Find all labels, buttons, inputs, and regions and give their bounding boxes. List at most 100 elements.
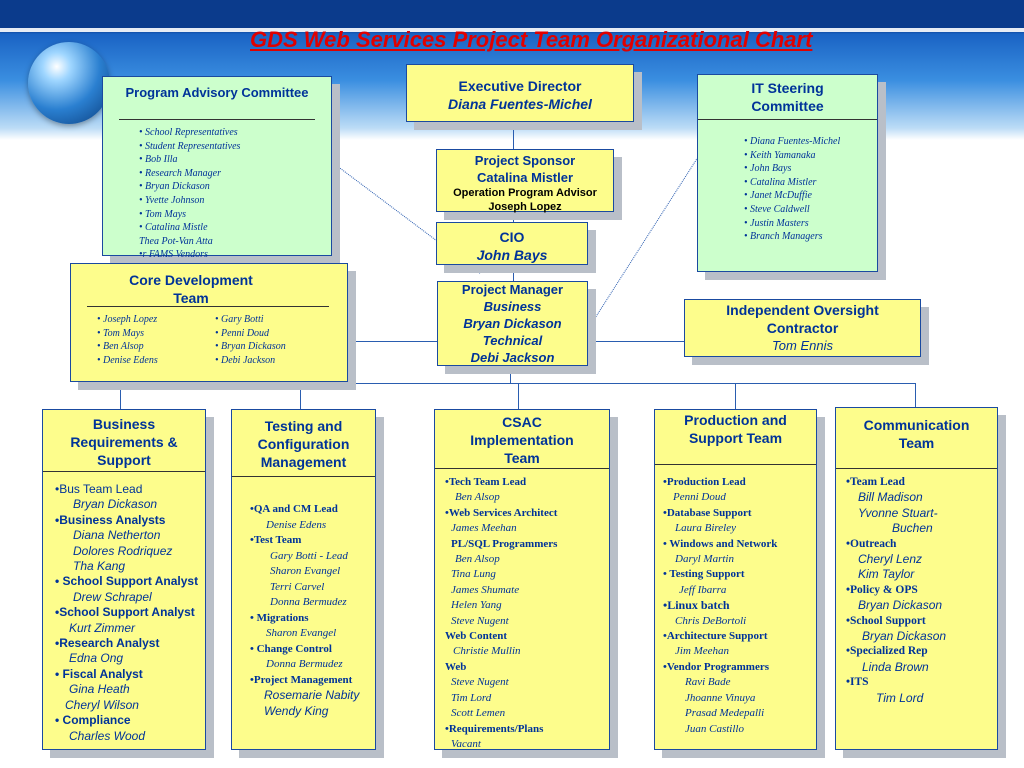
list-item: James Meehan [451,522,517,535]
list-item: Drew Schrapel [73,589,152,604]
list-item: • Diana Fuentes-Michel [744,136,841,147]
list-item: •r FAMS Vendors [139,249,208,261]
list-item: Charles Wood [69,728,146,743]
connector-core-pm [348,341,437,342]
list-item: •Policy & OPS [846,583,918,596]
csac-list: •Tech Team Lead Ben Alsop •Web Services … [445,475,557,752]
bus-req-heading-2: Requirements & [70,434,178,450]
divider [87,306,329,307]
divider [435,468,609,469]
list-item: •Research Analyst [55,636,160,651]
core-development-box: Core Development Team • Joseph Lopez • T… [70,263,348,382]
list-item: Chris DeBortoli [675,614,747,627]
list-item: •Outreach [846,537,897,550]
list-item: Laura Bireley [675,522,736,535]
list-item: • School Representatives [139,127,238,138]
list-item: •Tech Team Lead [445,476,527,488]
list-item: • Justin Masters [744,217,809,229]
divider [698,119,877,120]
pm-business-name: Bryan Dickason [463,316,562,331]
list-item: Web Content [445,630,508,643]
list-item: • Gary Botti [215,314,264,325]
list-item: •Team Lead [846,476,905,488]
program-advisory-box: Program Advisory Committee • School Repr… [102,76,332,260]
list-item: Tim Lord [876,690,924,705]
production-support-box: Production and Support Team •Production … [654,409,817,750]
list-item: Cheryl Lenz [858,552,923,567]
list-item: • Denise Edens [97,354,158,366]
list-item: • Research Manager [139,167,221,179]
connector-drop-5 [915,383,916,409]
list-item: Wendy King [264,703,329,718]
list-item: • Student Representatives [139,140,241,152]
list-item: Daryl Martin [675,553,734,566]
connector-exec-sponsor [513,122,514,149]
list-item: •Vendor Programmers [663,660,769,673]
bus-req-list: •Bus Team Lead Bryan Dickason •Business … [55,482,198,744]
communication-list: •Team Lead Bill Madison Yvonne Stuart- B… [846,475,946,706]
list-item: Helen Yang [451,599,502,612]
list-item: • Tom Mays [97,327,145,339]
bus-req-heading-1: Business [92,416,156,432]
list-item: Vacant [451,737,481,750]
pm-business-label: Business [483,299,542,314]
connector-drop-1 [120,383,121,409]
list-item: Gary Botti - Lead [270,549,348,562]
list-item: • Steve Caldwell [744,203,810,215]
list-item: •Specialized Rep [846,645,928,658]
core-dev-list-col2: • Gary Botti • Penni Doud • Bryan Dickas… [215,313,286,367]
list-item: • Bryan Dickason [139,181,210,193]
list-item: • Testing Support [663,568,745,581]
list-item: Juan Castillo [685,722,744,735]
pm-technical-name: Debi Jackson [470,350,555,365]
list-item: •Business Analysts [55,512,166,527]
core-dev-list-col1: • Joseph Lopez • Tom Mays • Ben Alsop • … [97,313,158,367]
testing-heading-1: Testing and [264,418,343,434]
list-item: • Penni Doud [215,327,270,339]
connector-drop-2 [300,383,301,409]
connector-drop-4 [735,383,736,409]
list-item: Diana Netherton [73,528,161,543]
testing-list: •QA and CM Lead Denise Edens •Test Team … [250,502,359,719]
csac-heading-2: Implementation [470,432,574,448]
divider [836,468,997,469]
list-item: •QA and CM Lead [250,503,338,515]
list-item: Edna Ong [69,651,124,666]
sponsor-title: Project Sponsor [474,153,576,168]
list-item: Bryan Dickason [73,497,158,512]
oversight-name: Tom Ennis [772,338,833,353]
production-list: •Production Lead Penni Doud •Database Su… [663,475,777,737]
connector-sponsor-cio [513,212,514,222]
list-item: • Catalina Mistle [139,222,208,234]
list-item: •Bus Team Lead [55,482,143,496]
list-item: • Bob Illa [139,154,178,166]
testing-config-box: Testing and Configuration Management •QA… [231,409,376,750]
list-item: •Architecture Support [663,630,768,643]
list-item: Donna Bermudez [266,658,343,670]
executive-name: Diana Fuentes-Michel [448,96,592,112]
list-item: •School Support Analyst [55,605,195,620]
list-item: PL/SQL Programmers [451,537,558,550]
list-item: • Yvette Johnson [139,194,205,206]
list-item: Scott Lemen [451,707,506,720]
list-item: • Change Control [250,642,332,655]
list-item: Ben Alsop [455,491,500,504]
connector-pm-oversight [588,341,684,342]
list-item: Tim Lord [451,691,492,704]
list-item: • Fiscal Analyst [55,666,143,681]
list-item: Bill Madison [858,490,923,505]
divider [119,119,315,120]
list-item: Prasad Medepalli [685,707,765,720]
list-item: Tha Kang [73,559,126,574]
list-item: Jim Meehan [675,645,730,658]
project-manager-box: Project Manager Business Bryan Dickason … [437,281,588,366]
connector-bus-horizontal [120,383,915,384]
list-item: • Catalina Mistler [744,176,817,188]
list-item: •Test Team [250,534,302,546]
list-item: Sharon Evangel [270,565,341,577]
divider [43,471,205,472]
pm-title: Project Manager [461,282,564,297]
list-item: Thea Pot-Van Atta [139,235,213,247]
divider [655,464,816,465]
list-item: • Tom Mays [139,208,187,220]
